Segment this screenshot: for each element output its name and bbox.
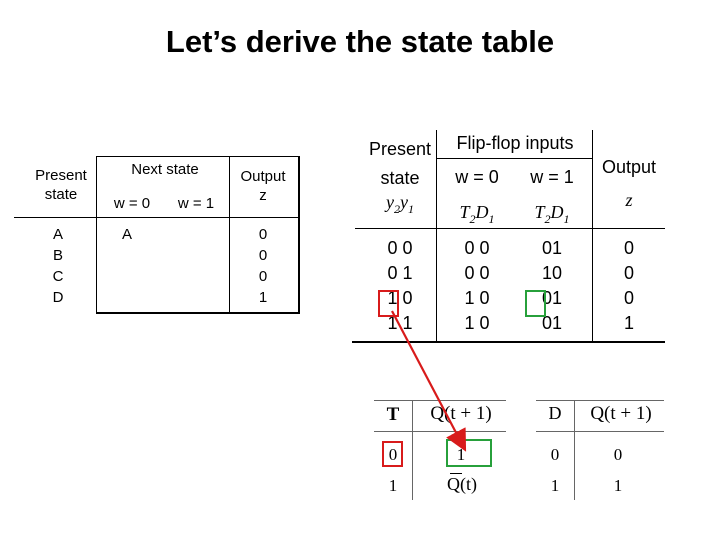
table1-state-cell: A [52, 226, 63, 243]
table2-ff-inputs-label: Flip-flop inputs [456, 133, 574, 153]
t-table-row1-t: 0 [388, 445, 398, 464]
table1-output-cell: 0 [258, 226, 268, 243]
table2-divider-present [436, 130, 437, 342]
table2-input-w1-cell: 01 [541, 238, 563, 258]
table2-output-cell: 0 [623, 288, 634, 308]
table2-input-w1-cell: 01 [541, 288, 563, 308]
d-table-rule-top [536, 400, 664, 401]
d-table-col-q: Q(t + 1) [590, 403, 652, 424]
table1-output-cell: 0 [258, 268, 268, 285]
table1-output-cell: 1 [258, 289, 268, 306]
table2-present-cell: 0 0 [387, 238, 413, 258]
table1-divider-output [229, 156, 230, 312]
table2-ff-w1-vars: T2D1 [534, 202, 570, 226]
table2-present-label: Present [368, 139, 432, 159]
t-table-row2-t: 1 [388, 476, 398, 495]
table2-divider-header [355, 228, 665, 229]
table2-input-w0-cell: 0 0 [464, 263, 490, 283]
table2-divider-ff [436, 158, 592, 159]
table2-output-cell: 0 [623, 263, 634, 283]
d-table-col-d: D [548, 403, 562, 423]
table2-present-cell: 0 1 [387, 263, 413, 283]
highlight-box-present-state [378, 290, 399, 317]
table1-next-w0-column: A [100, 224, 154, 245]
d-table-row2-d: 1 [550, 476, 560, 495]
table1-output-label: Output z [240, 168, 286, 204]
table1-state-cell: D [52, 289, 64, 306]
table1-divider-left [96, 156, 97, 312]
table2-output-var: z [625, 190, 633, 210]
table1-w0-label: w = 0 [113, 195, 151, 212]
slide-title: Let’s derive the state table [165, 24, 555, 59]
table2-output-cell: 0 [623, 238, 634, 258]
table2-inputs-w1-column: 01 10 01 01 [514, 236, 590, 336]
t-table-rule-header [374, 431, 506, 432]
table2-input-w1-cell: 10 [541, 263, 563, 283]
t-table-col-t: T [386, 404, 400, 425]
table1-state-cell: C [52, 268, 64, 285]
q-bar-overline [450, 473, 462, 474]
table1-border-top [96, 156, 298, 157]
table1-border-bottom [96, 312, 300, 314]
table1-states-column: A B C D [38, 224, 78, 308]
table2-present-states-column: 0 0 0 1 1 0 1 1 [362, 236, 438, 336]
highlight-box-next-input [525, 290, 546, 317]
table1-divider-header [14, 217, 298, 218]
table1-border-right [298, 156, 300, 314]
table1-present-label: Present state [35, 167, 87, 203]
table2-state-label: state [380, 168, 420, 188]
t-table-row2-q: Q(t) [447, 473, 477, 494]
table1-w1-label: w = 1 [177, 195, 215, 212]
d-table-row1-d: 0 [550, 445, 560, 464]
t-table-col-q: Q(t + 1) [430, 403, 492, 424]
highlight-box-t-output [446, 439, 492, 467]
table2-w0-label: w = 0 [455, 167, 499, 187]
table2-outputs-column: 0 0 0 1 [594, 236, 664, 336]
table2-state-vars: y2y1 [386, 192, 414, 216]
d-table-row2-q: 1 [613, 476, 623, 495]
d-table-row1-q: 0 [613, 445, 623, 464]
table1-output-cell: 0 [258, 247, 268, 264]
table2-output-cell: 1 [623, 313, 634, 333]
table2-inputs-w0-column: 0 0 0 0 1 0 1 0 [440, 236, 514, 336]
table2-ff-w0-vars: T2D1 [459, 202, 495, 226]
table2-w1-label: w = 1 [530, 167, 574, 187]
table2-border-bottom [352, 341, 665, 343]
table2-input-w0-cell: 0 0 [464, 238, 490, 258]
table2-input-w1-cell: 01 [541, 313, 563, 333]
table2-divider-output [592, 130, 593, 342]
table2-present-cell: 1 1 [387, 313, 413, 333]
table1-output-column: 0 0 0 1 [230, 224, 296, 308]
t-table-rule-vertical [412, 400, 413, 500]
t-table-row1-q: 1 [456, 445, 466, 464]
table1-state-cell: B [52, 247, 63, 264]
table1-next-w0-cell: A [121, 226, 132, 243]
table2-output-label: Output [601, 157, 657, 177]
table1-next-state-label: Next state [131, 161, 199, 178]
highlight-box-t-input [382, 441, 403, 467]
table2-input-w0-cell: 1 0 [464, 288, 490, 308]
table2-input-w0-cell: 1 0 [464, 313, 490, 333]
d-table-rule-header [536, 431, 664, 432]
d-table-rule-vertical [574, 400, 575, 500]
table2-present-cell: 1 0 [387, 288, 413, 308]
t-table-rule-top [374, 400, 506, 401]
